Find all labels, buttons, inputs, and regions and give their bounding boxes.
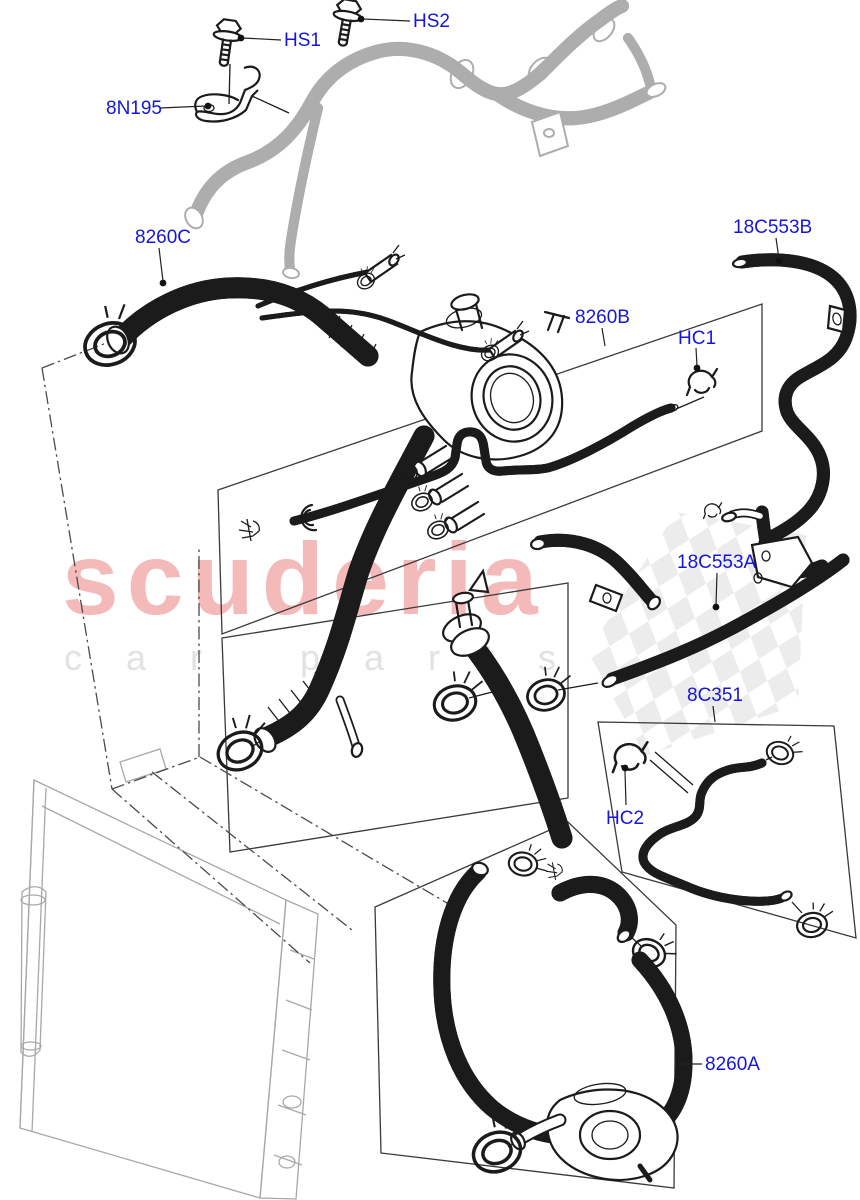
lower-hose-assembly-drawing — [335, 568, 599, 849]
part-label-hc2[interactable]: HC2 — [606, 808, 644, 829]
leader-dot-18c553b — [775, 257, 783, 265]
group-box-8260b — [217, 303, 763, 635]
hose-8c351-drawing — [611, 728, 838, 941]
leader-dot-hs2 — [357, 15, 365, 23]
leader-dot-8n195 — [204, 102, 212, 110]
clip-hc1-drawing — [675, 367, 719, 410]
leader-dot-18c553a — [712, 603, 720, 611]
hose-8260b-drawing — [238, 403, 679, 542]
bolt-hs1-drawing — [208, 17, 245, 105]
dashed-leader-lines — [111, 756, 453, 964]
hose-8260a-drawing — [442, 839, 693, 1183]
part-label-hs1[interactable]: HS1 — [284, 30, 321, 51]
pipe-18c553a-drawing — [529, 502, 850, 688]
part-drawings — [71, 0, 850, 1183]
part-label-8c351[interactable]: 8C351 — [687, 685, 743, 706]
leader-dot-hs1 — [237, 34, 245, 42]
part-label-hc1[interactable]: HC1 — [678, 328, 716, 349]
part-label-8n195[interactable]: 8N195 — [106, 98, 162, 119]
part-label-18c553a[interactable]: 18C553A — [677, 552, 757, 573]
bolt-hs2-drawing — [327, 0, 366, 50]
checkered-flag-watermark — [588, 512, 806, 756]
part-label-8260a[interactable]: 8260A — [705, 1054, 760, 1075]
leader-dot-hc2 — [621, 764, 629, 772]
group-box-8c351 — [597, 721, 857, 939]
hose-18c553b-drawing — [731, 258, 850, 548]
installed-hose-context-drawing — [184, 0, 667, 280]
watermark-layer: scuderia car parts — [62, 512, 806, 756]
bracket-8n195-drawing — [194, 65, 290, 123]
part-label-8260b[interactable]: 8260B — [575, 307, 630, 328]
leader-dot-hc1 — [693, 364, 701, 372]
callouts: HS1 HS2 8N195 8260C 18C553B 8260B HC1 18… — [106, 11, 812, 1075]
part-label-8260c[interactable]: 8260C — [135, 227, 191, 248]
group-box-8260a — [374, 821, 677, 1189]
leader-dot-8260c — [159, 279, 167, 287]
part-label-hs2[interactable]: HS2 — [413, 11, 450, 32]
radiator-drawing — [19, 748, 319, 1200]
part-label-18c553b[interactable]: 18C553B — [733, 217, 812, 238]
